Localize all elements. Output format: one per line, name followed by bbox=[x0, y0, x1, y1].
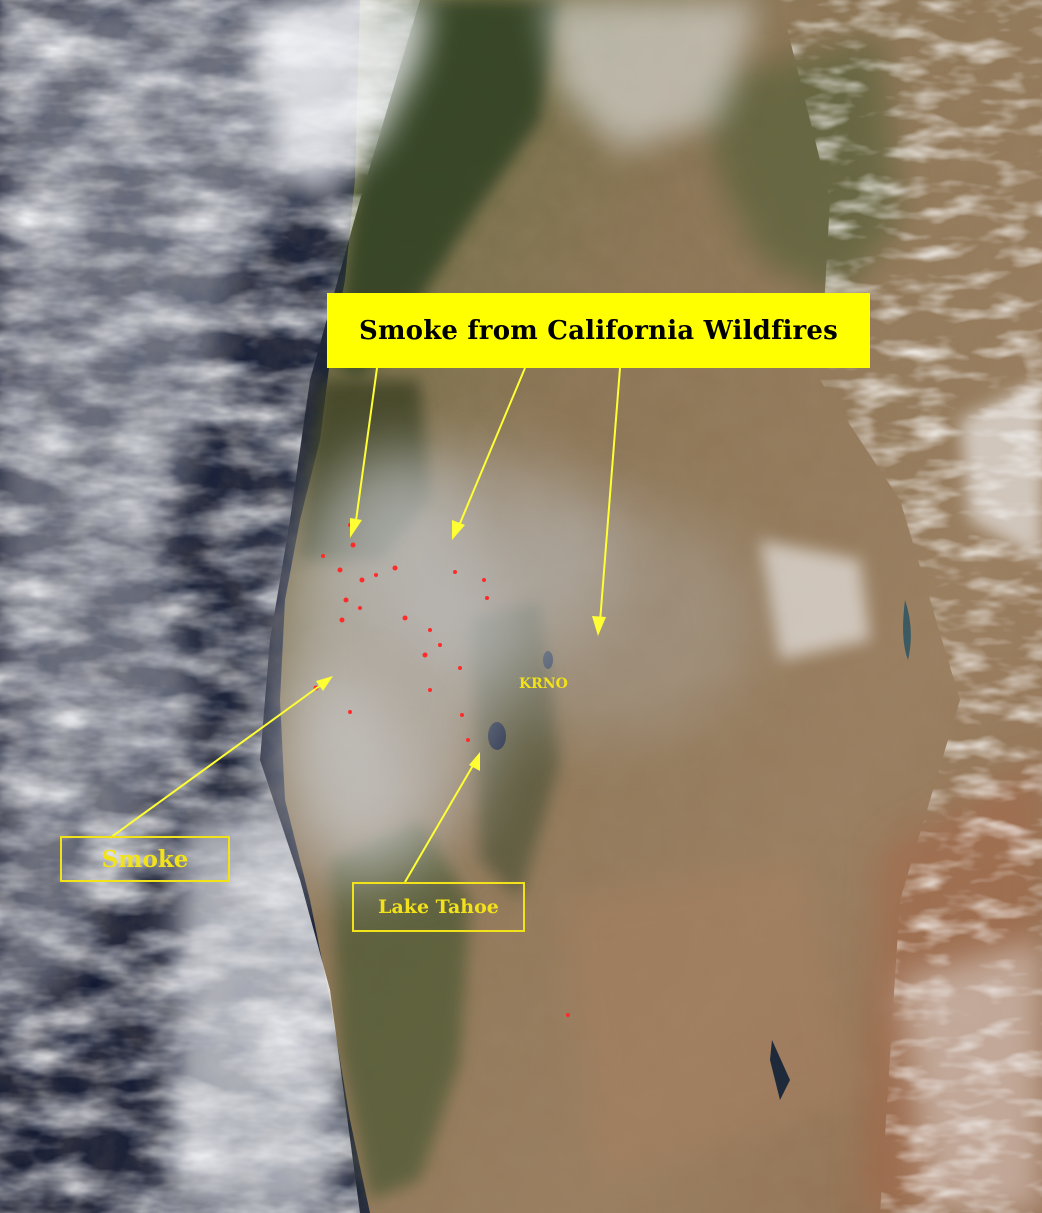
lake-water bbox=[770, 1040, 790, 1100]
lake-water bbox=[903, 600, 911, 660]
smoke-label-box: Smoke bbox=[60, 836, 230, 882]
smoke-label-text: Smoke bbox=[101, 845, 189, 873]
lake-tahoe-label-box: Lake Tahoe bbox=[352, 882, 525, 932]
lake-tahoe-label-text: Lake Tahoe bbox=[378, 896, 499, 918]
wildfire-smoke-callout: Smoke from California Wildfires bbox=[327, 293, 870, 368]
callout-arrows bbox=[109, 367, 621, 883]
krno-station-label: KRNO bbox=[519, 676, 568, 692]
callout-title-text: Smoke from California Wildfires bbox=[358, 315, 839, 346]
